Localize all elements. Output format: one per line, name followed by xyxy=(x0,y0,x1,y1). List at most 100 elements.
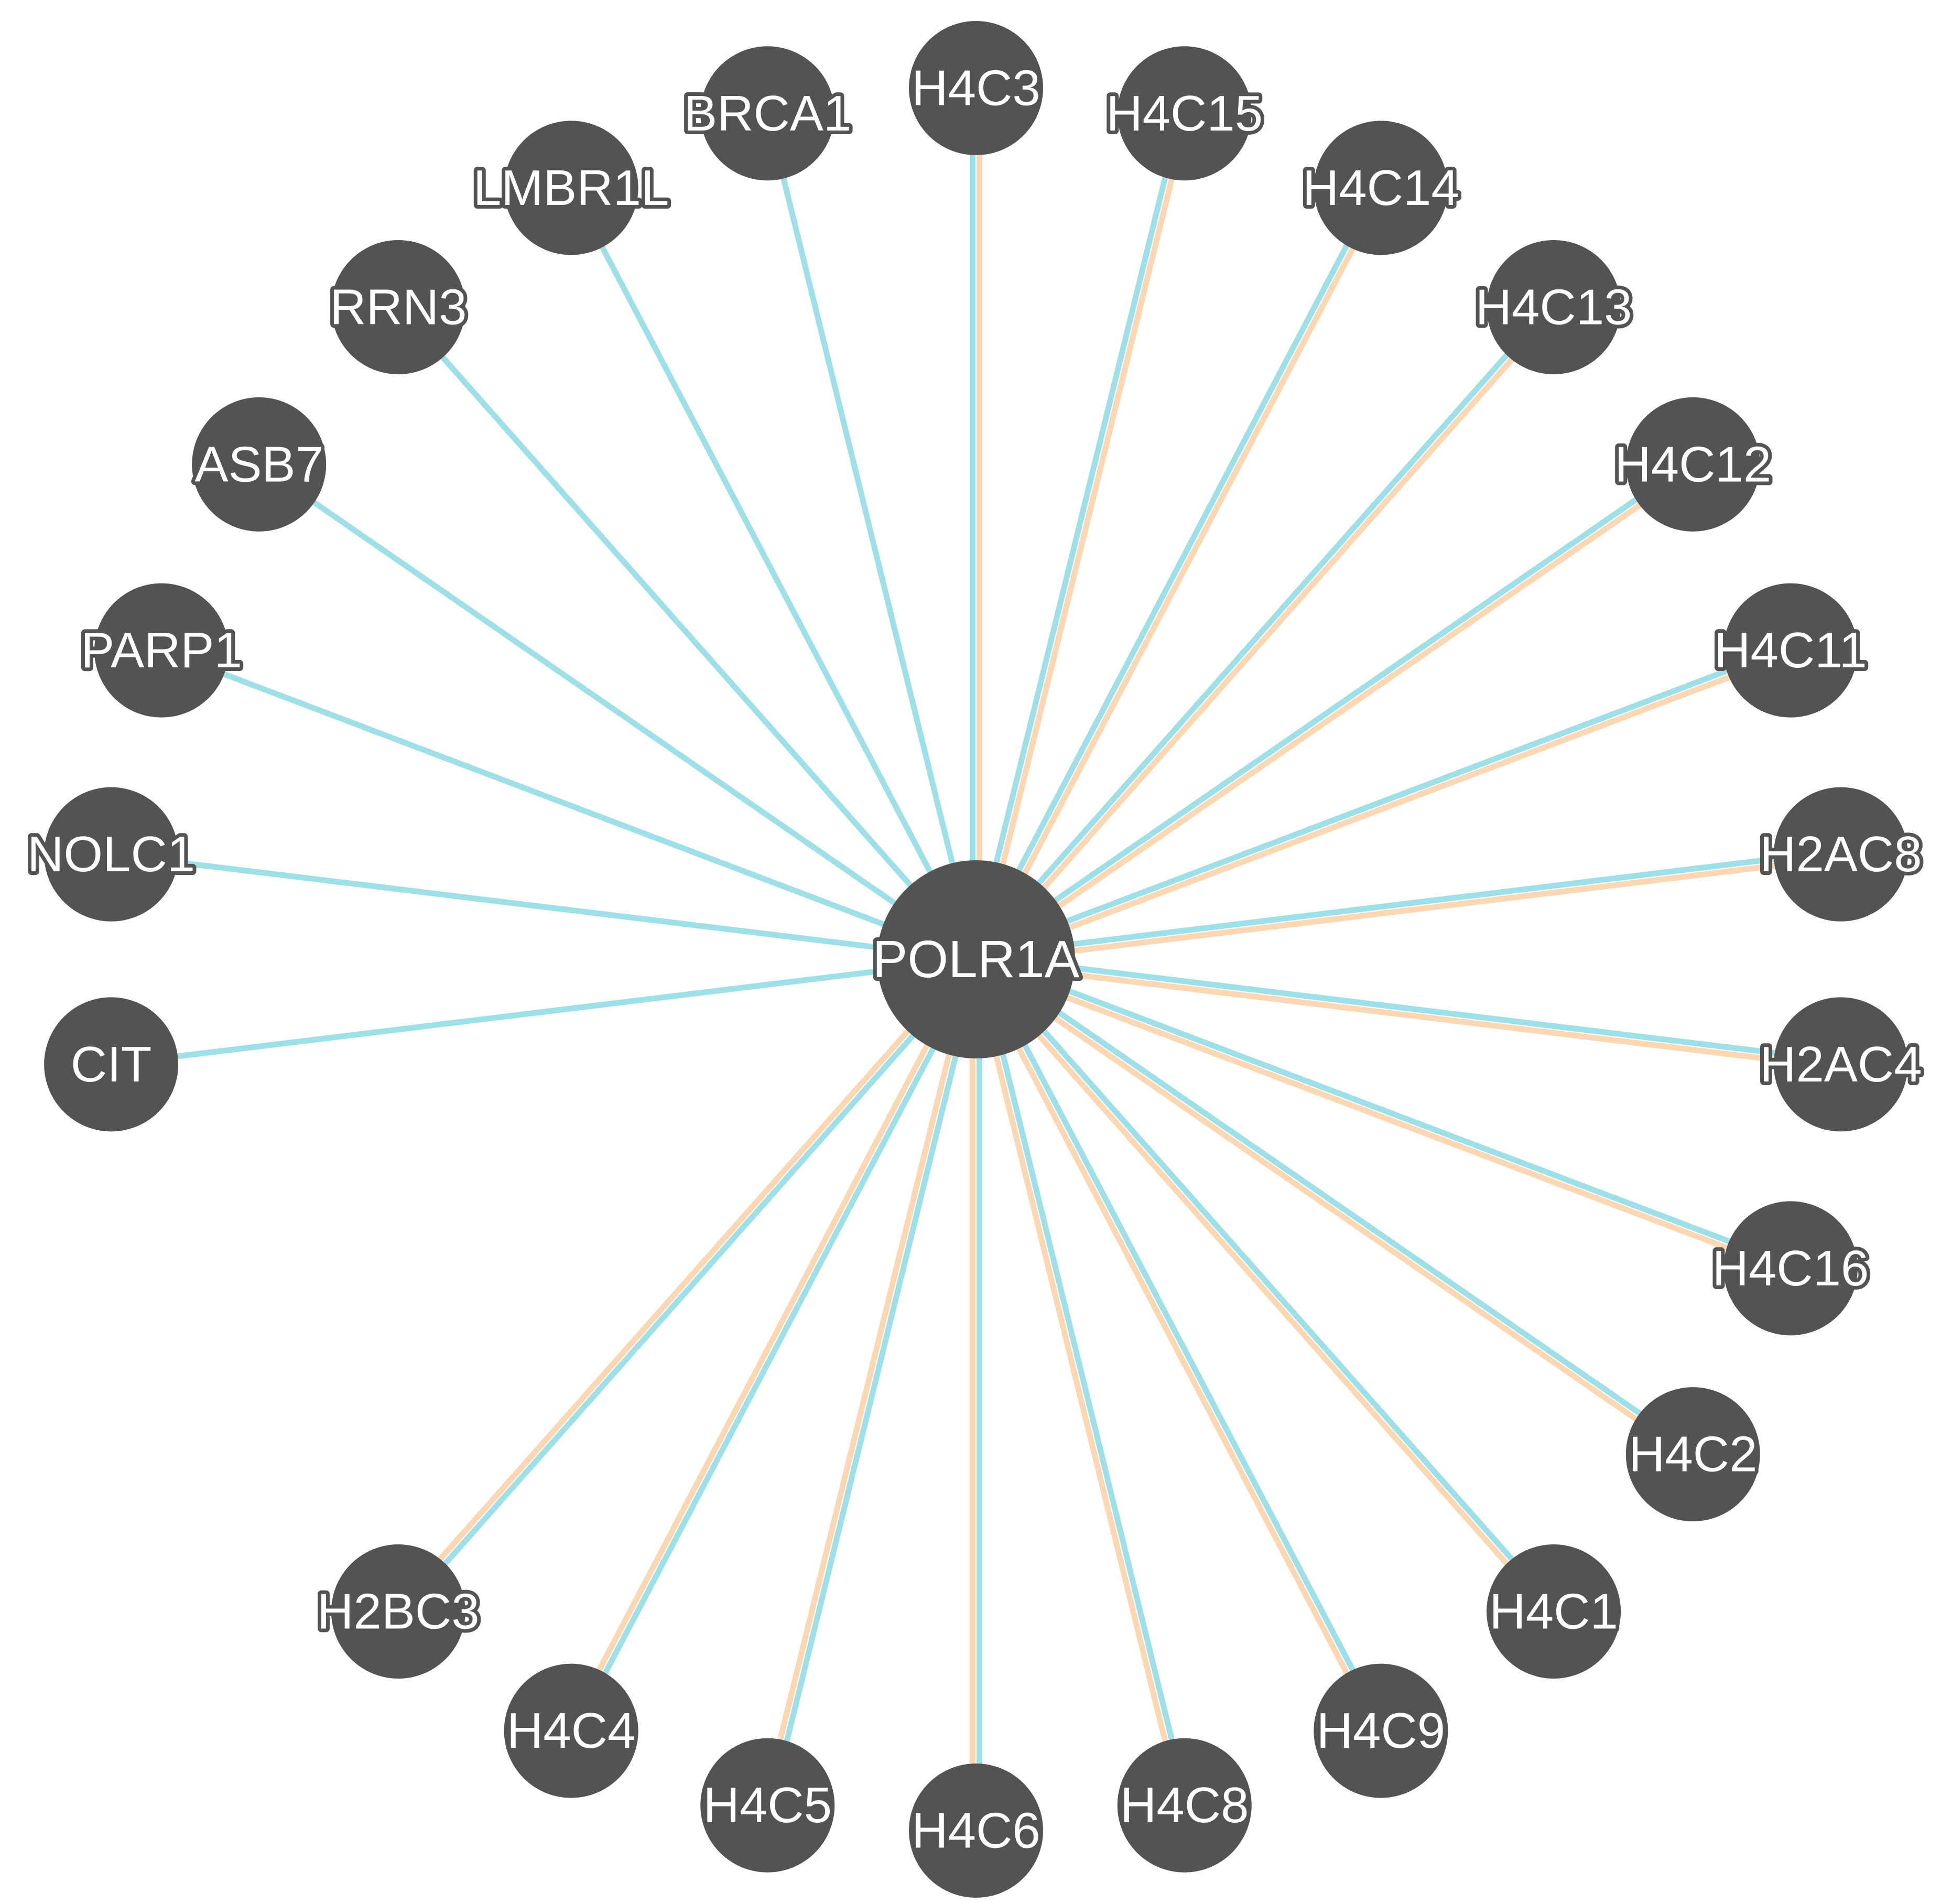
node-circle-brca1[interactable] xyxy=(700,46,835,181)
node-label-parp1: PARP1 xyxy=(81,622,242,678)
node-label-h4c11: H4C11 xyxy=(1714,622,1867,678)
node-h4c4[interactable]: H4C4 xyxy=(503,1663,639,1798)
node-h4c5[interactable]: H4C5 xyxy=(700,1738,836,1873)
node-circle-cit[interactable] xyxy=(44,997,179,1132)
node-circle-lmbr1l[interactable] xyxy=(504,121,638,255)
edge-blue-polr1a-h2ac8 xyxy=(975,848,1841,959)
edge-blue-polr1a-h4c14 xyxy=(970,185,1381,959)
node-h4c9[interactable]: H4C9 xyxy=(1313,1663,1449,1798)
edge-orange-polr1a-h4c1 xyxy=(971,959,1554,1616)
node-h4c1[interactable]: H4C1 xyxy=(1485,1544,1622,1679)
edge-blue-polr1a-h4c2 xyxy=(976,954,1697,1454)
node-h4c8[interactable]: H4C8 xyxy=(1116,1738,1252,1873)
node-label-h4c4: H4C4 xyxy=(507,1703,635,1759)
node-label-h4c16: H4C16 xyxy=(1712,1240,1869,1296)
nodes-layer: H4C3 H4C15H4C14H4C13H4C12H4C11H2AC8H2AC4H… xyxy=(24,21,1926,1898)
edge-orange-polr1a-h4c8 xyxy=(970,959,1184,1807)
node-circle-rrn3[interactable] xyxy=(331,240,465,374)
edge-blue-polr1a-brca1 xyxy=(764,112,979,960)
node-lmbr1l[interactable]: LMBR1L xyxy=(470,121,673,255)
node-circle-parp1[interactable] xyxy=(94,583,229,718)
edge-blue-polr1a-cit xyxy=(111,956,977,1067)
edge-blue-polr1a-h4c16 xyxy=(976,953,1793,1268)
edge-orange-polr1a-h4c16 xyxy=(973,959,1791,1274)
edge-blue-polr1a-h4c12 xyxy=(972,459,1693,959)
edge-blue-polr1a-h4c5 xyxy=(768,959,982,1807)
edge-blue-polr1a-h2ac4 xyxy=(976,953,1842,1064)
node-circle-asb7[interactable] xyxy=(192,397,327,532)
node-label-h4c12: H4C12 xyxy=(1614,436,1771,492)
node-label-lmbr1l: LMBR1L xyxy=(473,160,669,216)
node-h4c12[interactable]: H4C12 xyxy=(1611,397,1775,532)
node-label-h4c2: H4C2 xyxy=(1629,1426,1757,1483)
node-label-h4c13: H4C13 xyxy=(1476,279,1632,335)
node-circle-h4c8[interactable] xyxy=(1117,1738,1252,1873)
node-circle-h4c3[interactable] xyxy=(909,21,1043,155)
node-brca1[interactable]: BRCA1 xyxy=(680,46,855,181)
node-circle-h4c6[interactable] xyxy=(909,1764,1043,1898)
edge-orange-polr1a-h4c13 xyxy=(976,307,1559,964)
node-label-h4c8: H4C8 xyxy=(1120,1777,1249,1833)
edge-blue-polr1a-lmbr1l xyxy=(568,186,979,961)
node-h4c3[interactable]: H4C3 xyxy=(908,21,1044,155)
node-circle-nolc1[interactable] xyxy=(44,787,179,922)
edge-orange-polr1a-h2bc3 xyxy=(393,955,976,1611)
node-label-h4c14: H4C14 xyxy=(1303,160,1459,216)
node-h4c14[interactable]: H4C14 xyxy=(1299,121,1463,255)
edge-blue-polr1a-h4c11 xyxy=(973,644,1791,959)
node-circle-h4c14[interactable] xyxy=(1314,121,1448,255)
node-circle-h4c16[interactable] xyxy=(1723,1201,1858,1336)
edge-blue-polr1a-parp1 xyxy=(160,647,977,962)
edge-orange-polr1a-h2ac8 xyxy=(976,854,1842,966)
node-parp1[interactable]: PARP1 xyxy=(77,583,246,718)
node-h4c15[interactable]: H4C15 xyxy=(1102,46,1266,181)
edge-orange-polr1a-h4c12 xyxy=(976,464,1697,965)
node-circle-h4c2[interactable] xyxy=(1625,1387,1760,1522)
node-h4c11[interactable]: H4C11 xyxy=(1710,583,1871,718)
edge-blue-polr1a-h4c15 xyxy=(970,112,1184,959)
edge-orange-polr1a-h4c15 xyxy=(976,113,1191,961)
edge-blue-polr1a-h4c1 xyxy=(976,955,1559,1611)
node-circle-h4c13[interactable] xyxy=(1487,240,1621,374)
edge-orange-polr1a-h4c5 xyxy=(761,958,976,1805)
node-h2ac4[interactable]: H2AC4 xyxy=(1756,997,1926,1132)
node-nolc1[interactable]: NOLC1 xyxy=(24,787,199,922)
node-circle-h4c4[interactable] xyxy=(504,1663,638,1798)
node-h4c16[interactable]: H4C16 xyxy=(1709,1201,1872,1336)
node-h4c2[interactable]: H4C2 xyxy=(1625,1387,1761,1522)
hub-node-label: POLR1A xyxy=(873,930,1080,989)
node-rrn3[interactable]: RRN3 xyxy=(326,240,471,374)
edge-blue-polr1a-nolc1 xyxy=(111,851,977,962)
edge-orange-polr1a-h4c2 xyxy=(972,959,1693,1459)
node-label-h4c1: H4C1 xyxy=(1489,1584,1618,1640)
node-circle-h2ac8[interactable] xyxy=(1773,787,1908,922)
hub-node[interactable]: POLR1A xyxy=(869,860,1083,1058)
edge-orange-polr1a-h4c14 xyxy=(976,188,1386,962)
hub-node-circle[interactable] xyxy=(877,860,1075,1058)
node-circle-h4c12[interactable] xyxy=(1625,397,1760,532)
edge-blue-polr1a-rrn3 xyxy=(396,305,979,961)
node-circle-h4c5[interactable] xyxy=(700,1738,835,1873)
node-circle-h4c11[interactable] xyxy=(1723,583,1858,718)
node-label-h2ac8: H2AC8 xyxy=(1760,826,1922,882)
node-h2bc3[interactable]: H2BC3 xyxy=(313,1544,483,1679)
node-h2ac8[interactable]: H2AC8 xyxy=(1756,787,1926,922)
node-label-nolc1: NOLC1 xyxy=(27,826,195,882)
node-circle-h4c1[interactable] xyxy=(1487,1544,1621,1679)
node-circle-h4c15[interactable] xyxy=(1117,46,1252,181)
node-h4c13[interactable]: H4C13 xyxy=(1472,240,1636,374)
node-circle-h4c9[interactable] xyxy=(1314,1663,1448,1798)
node-circle-h2ac4[interactable] xyxy=(1773,997,1908,1132)
node-label-h4c6: H4C6 xyxy=(912,1803,1040,1859)
node-label-h4c15: H4C15 xyxy=(1106,85,1263,142)
edge-blue-polr1a-h4c4 xyxy=(571,959,982,1734)
node-asb7[interactable]: ASB7 xyxy=(191,397,327,532)
edge-orange-polr1a-h2ac4 xyxy=(975,959,1841,1071)
node-cit[interactable]: CIT xyxy=(44,997,179,1132)
node-circle-h2bc3[interactable] xyxy=(331,1544,465,1679)
node-h4c6[interactable]: H4C6 xyxy=(908,1764,1044,1898)
node-label-asb7: ASB7 xyxy=(194,436,323,492)
edge-blue-polr1a-asb7 xyxy=(257,462,978,962)
node-label-brca1: BRCA1 xyxy=(684,85,851,142)
node-label-rrn3: RRN3 xyxy=(330,279,467,335)
